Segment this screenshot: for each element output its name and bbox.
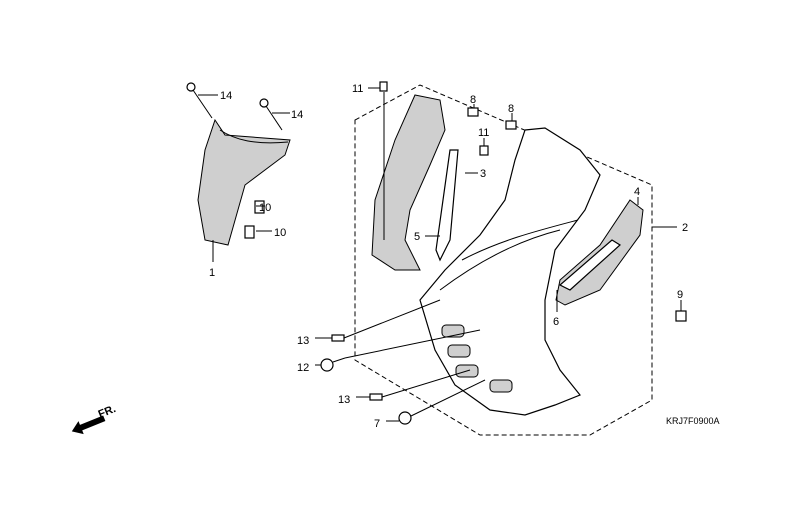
callout-6: 6 — [553, 316, 559, 328]
assembly-outline — [354, 84, 653, 436]
screw-13b-icon — [369, 393, 383, 401]
callout-7: 7 — [374, 418, 380, 430]
callout-13: 13 — [297, 335, 309, 347]
callout-12: 12 — [297, 362, 309, 374]
clip-10b-icon — [244, 225, 255, 239]
diagram-code: KRJ7F0900A — [666, 416, 720, 426]
screw-14a-icon — [186, 82, 213, 119]
nut-8b-icon — [505, 120, 517, 130]
callout-3: 3 — [480, 168, 486, 180]
part-5-strip — [435, 149, 459, 262]
part-3-inner-cover — [371, 94, 446, 271]
callout-2: 2 — [682, 222, 688, 234]
front-arrow-icon — [71, 415, 106, 435]
vent-slot — [489, 379, 513, 393]
part-2-front-cover — [419, 127, 601, 416]
screw-14b-icon — [259, 98, 283, 131]
callout-10: 10 — [259, 202, 271, 214]
callout-5: 5 — [414, 231, 420, 243]
callout-14: 14 — [220, 90, 232, 102]
callout-9: 9 — [677, 289, 683, 301]
front-arrow-label: FR. — [97, 403, 118, 421]
callout-1: 1 — [209, 267, 215, 279]
screw-13a-icon — [331, 334, 345, 342]
callout-8: 8 — [508, 103, 514, 115]
part-6-strip — [558, 239, 621, 291]
callout-11: 11 — [478, 127, 489, 139]
callout-10: 10 — [274, 227, 286, 239]
callout-4: 4 — [634, 186, 640, 198]
part-1-side-cover — [197, 118, 291, 246]
clip-11b-icon — [479, 145, 489, 156]
callout-11: 11 — [352, 83, 363, 95]
callout-14: 14 — [291, 109, 303, 121]
bolt-12-icon — [320, 357, 346, 372]
vent-slot — [447, 344, 471, 358]
clip-11a-icon — [379, 81, 388, 92]
callout-13: 13 — [338, 394, 350, 406]
nut-8a-icon — [467, 107, 479, 117]
callout-8: 8 — [470, 94, 476, 106]
clip-10a-icon — [254, 200, 265, 214]
clip-9-icon — [675, 310, 687, 322]
bolt-7-icon — [398, 411, 412, 425]
